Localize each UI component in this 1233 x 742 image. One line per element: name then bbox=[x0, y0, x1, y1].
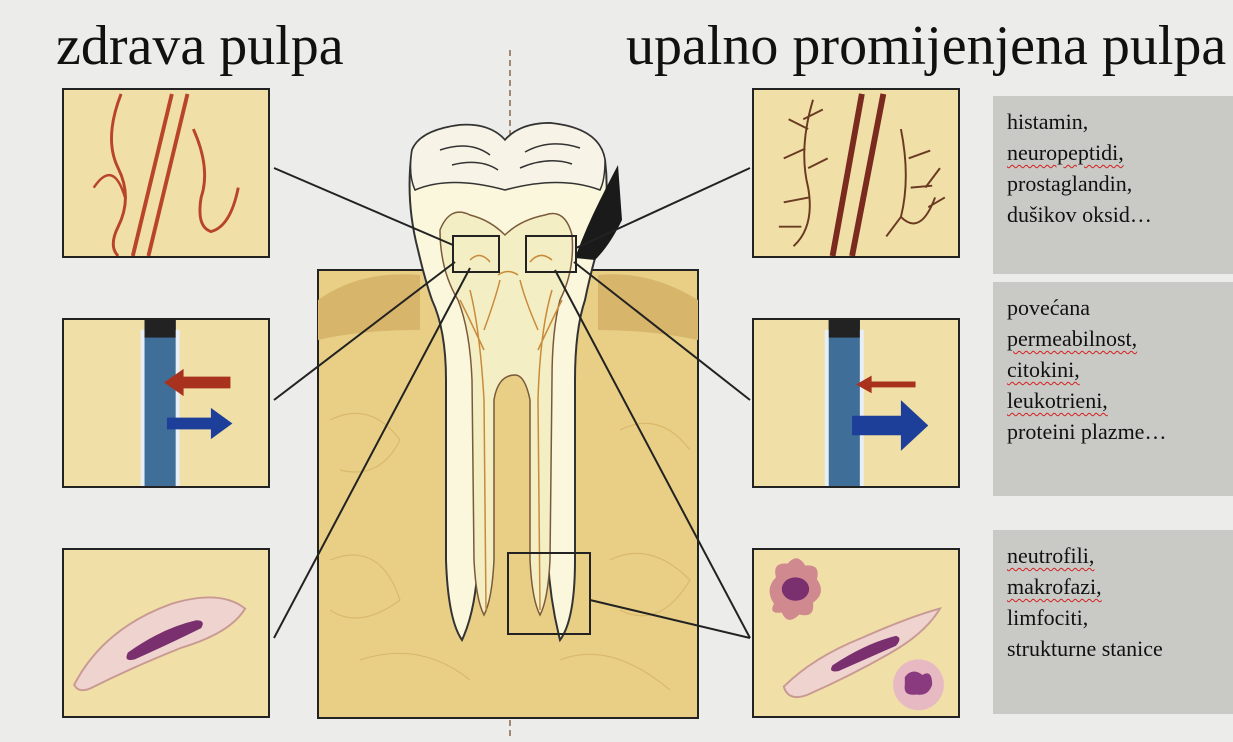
cell-type-line: neutrofili, bbox=[1007, 540, 1219, 571]
mediator-line: neuropeptidi, bbox=[1007, 137, 1219, 168]
inflamed-vessels-illustration bbox=[754, 90, 958, 256]
healthy-permeability-illustration bbox=[64, 320, 268, 486]
cell-type-line: strukturne stanice bbox=[1007, 633, 1219, 664]
panel-healthy-permeability bbox=[62, 318, 270, 488]
inflamed-cells-illustration bbox=[754, 550, 958, 716]
permeability-line: citokini, bbox=[1007, 354, 1219, 385]
mediator-line: dušikov oksid… bbox=[1007, 199, 1219, 230]
panel-inflamed-permeability bbox=[752, 318, 960, 488]
mediators-textbox: histamin, neuropeptidi, prostaglandin, d… bbox=[993, 96, 1233, 274]
healthy-cells-illustration bbox=[64, 550, 268, 716]
permeability-line: proteini plazme… bbox=[1007, 416, 1219, 447]
panel-healthy-cells bbox=[62, 548, 270, 718]
enamel bbox=[411, 123, 605, 190]
permeability-line: povećana bbox=[1007, 292, 1219, 323]
inflow-arrow-small bbox=[856, 376, 916, 394]
panel-inflamed-cells bbox=[752, 548, 960, 718]
mediator-line: histamin, bbox=[1007, 106, 1219, 137]
permeability-line: permeabilnost, bbox=[1007, 323, 1219, 354]
cells-textbox: neutrofili, makrofazi, limfociti, strukt… bbox=[993, 530, 1233, 714]
inflamed-permeability-illustration bbox=[754, 320, 958, 486]
mediator-line: prostaglandin, bbox=[1007, 168, 1219, 199]
panel-inflamed-vessels bbox=[752, 88, 960, 258]
healthy-vessels-illustration bbox=[64, 90, 268, 256]
permeability-textbox: povećana permeabilnost, citokini, leukot… bbox=[993, 282, 1233, 496]
cell-type-line: limfociti, bbox=[1007, 602, 1219, 633]
cell-type-line: makrofazi, bbox=[1007, 571, 1219, 602]
panel-healthy-vessels bbox=[62, 88, 270, 258]
permeability-line: leukotrieni, bbox=[1007, 385, 1219, 416]
